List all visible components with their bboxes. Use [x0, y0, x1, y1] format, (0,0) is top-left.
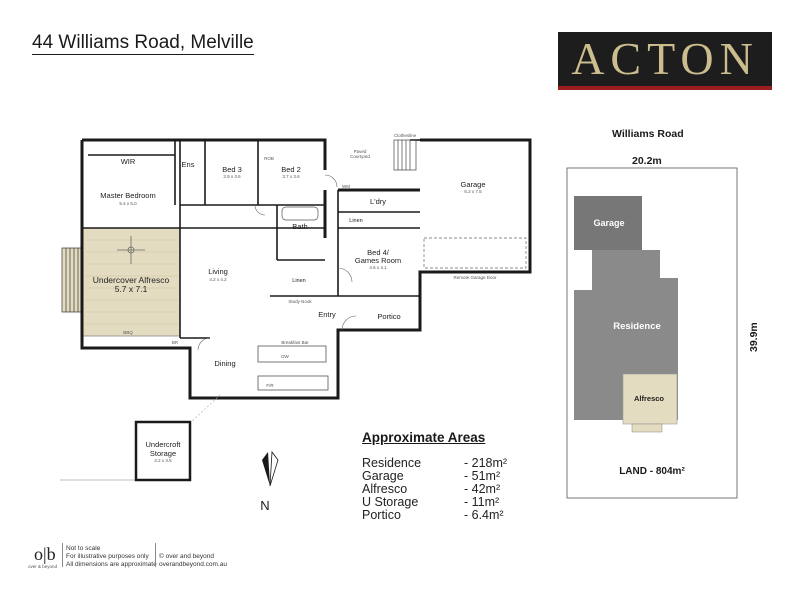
kitchen-bench [257, 375, 329, 391]
area-row: Garage - 51m² [362, 469, 562, 483]
garage-door [423, 237, 527, 269]
linen-label: Linen [349, 218, 362, 224]
bed2-label: Bed 2 [281, 165, 301, 174]
site-garage-label: Garage [593, 218, 624, 228]
bed3-size: 2.9 x 3.6 [223, 174, 241, 179]
garage-size: 6.2 x 7.5 [464, 189, 482, 194]
area-label: Garage [362, 469, 404, 483]
paved-courtyard-1: Paved [354, 149, 367, 154]
undercroft-label-1: Undercroft [145, 440, 181, 449]
site-alfresco [622, 373, 678, 425]
area-value: - 51m² [464, 469, 501, 483]
area-label: Alfresco [362, 482, 408, 496]
bbq-label: BBQ [123, 330, 133, 335]
area-row: Residence - 218m² [362, 456, 562, 470]
wir-label: WIR [121, 157, 136, 166]
interior-walls [82, 139, 420, 398]
remote-garage-door-label: Remote Garage Door [453, 275, 497, 280]
linen2-label: Linen [292, 278, 305, 284]
living-label: Living [208, 267, 228, 276]
site-width-label: 20.2m [632, 155, 662, 167]
bed4-label-2: Games Room [355, 256, 401, 265]
paved-courtyard-2: Courtyard [350, 154, 370, 159]
undercroft-label-2: Storage [150, 449, 176, 458]
bed2-size: 3.7 x 3.6 [282, 174, 300, 179]
area-value: - 6.4m² [464, 508, 504, 522]
wm-label: WM [342, 184, 350, 189]
copyright-text: © over and beyond [159, 553, 215, 560]
disclaimer-2: For illustrative purposes only [66, 553, 149, 560]
site-residence-label: Residence [613, 321, 661, 332]
over-and-beyond-logo-sub: over & beyond [28, 564, 58, 569]
alfresco-size: 5.7 x 7.1 [115, 284, 148, 294]
footer-divider [62, 543, 63, 567]
fr-label: F/R [266, 383, 274, 388]
bed4-label-1: Bed 4/ [367, 248, 390, 257]
website-link[interactable]: overandbeyond.com.au [159, 561, 227, 568]
disclaimer-1: Not to scale [66, 545, 101, 552]
bath-label: Bath [292, 222, 307, 231]
alfresco-label: Undercover Alfresco [93, 275, 170, 285]
site-alfresco-label: Alfresco [634, 394, 664, 403]
areas-title: Approximate Areas [362, 430, 486, 445]
footer-divider [155, 543, 156, 567]
living-size: 4.2 x 4.2 [209, 277, 227, 282]
disclaimer-3: All dimensions are approximate [66, 561, 157, 568]
master-bedroom-size: 5.4 x 5.0 [119, 201, 137, 206]
logo-text: ACTON [571, 33, 759, 84]
dining-label: Dining [214, 359, 235, 368]
clothesline [393, 139, 417, 171]
area-row: U Storage - 11m² [362, 495, 562, 509]
area-row: Alfresco - 42m² [362, 482, 562, 496]
br-label: BR [172, 340, 179, 345]
north-label: N [260, 498, 269, 513]
door-swings [197, 174, 357, 351]
site-land-label: LAND - 804m² [619, 466, 685, 477]
area-label: U Storage [362, 495, 419, 509]
laundry-label: L'dry [370, 197, 386, 206]
bed3-label: Bed 3 [222, 165, 242, 174]
breakfast-bar-label: Breakfast Bar [281, 340, 309, 345]
exterior-walls [80, 138, 532, 400]
undercroft-size: 3.2 x 3.5 [154, 458, 172, 463]
over-and-beyond-logo: o|b [34, 544, 56, 564]
study-nook-label: Study Nook [288, 299, 312, 304]
property-address: 44 Williams Road, Melville [32, 32, 254, 55]
site-street-label: Williams Road [612, 128, 684, 140]
north-arrow-icon [262, 450, 279, 487]
site-steps [631, 423, 663, 433]
entry-label: Entry [318, 310, 336, 319]
site-depth-label: 39.9m [748, 322, 760, 352]
alfresco-decking [86, 239, 178, 325]
acton-logo: ACTON [558, 32, 772, 90]
site-boundary [566, 167, 738, 499]
area-value: - 11m² [464, 495, 500, 509]
area-label: Residence [362, 456, 422, 470]
area-row: Portico - 6.4m² [362, 508, 562, 522]
rob-label: ROB [264, 156, 274, 161]
site-garage [574, 196, 642, 250]
undercroft-storage [134, 420, 192, 482]
master-bedroom-label: Master Bedroom [100, 191, 155, 200]
portico-label: Portico [377, 312, 400, 321]
bed4-size: 4.5 x 4.1 [369, 265, 387, 270]
ceiling-fan-icon [117, 236, 145, 264]
area-value: - 42m² [464, 482, 501, 496]
bathtub [281, 206, 319, 221]
ens-label: Ens [182, 160, 195, 169]
area-value: - 218m² [464, 456, 508, 470]
dw-label: DW [281, 354, 289, 359]
area-label: Portico [362, 508, 401, 522]
clothesline-label: Clothesline [394, 133, 417, 138]
garage-label: Garage [460, 180, 485, 189]
kitchen-island [257, 345, 327, 363]
